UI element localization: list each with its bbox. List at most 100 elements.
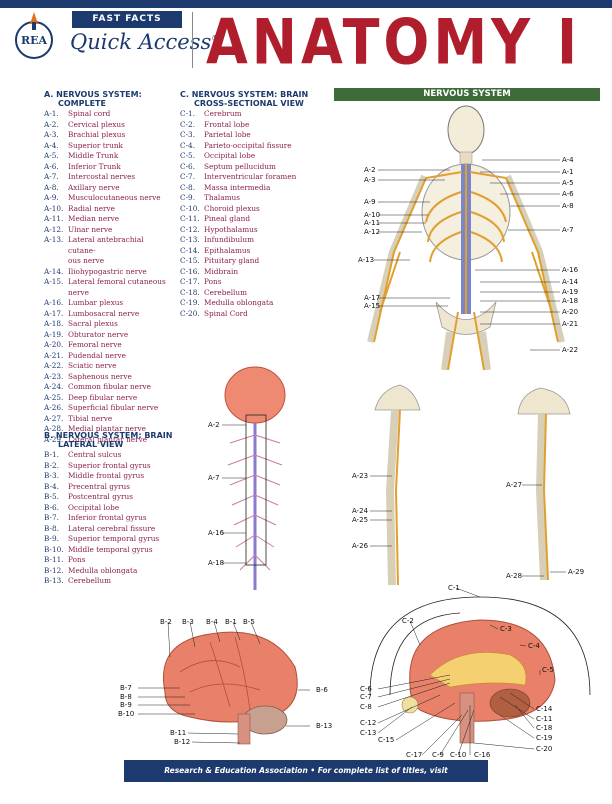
body-left-label: A-3 (364, 176, 376, 184)
section-b-item-label: Postcentral gyrus (68, 492, 133, 501)
section-a-item-code: A-27. (44, 413, 64, 423)
section-b-item-label: Pons (68, 555, 86, 564)
body-right-label: A-19 (562, 288, 578, 296)
body-left-labels: A-2A-3A-9A-10A-11A-12A-13A-17A-15 (358, 166, 450, 310)
cross-label: C-20 (536, 745, 552, 753)
section-a-item-code: A-8. (44, 182, 59, 192)
section-c-item-code: C-3. (180, 130, 196, 139)
body-right-label: A-7 (562, 226, 574, 234)
cross-label: C-14 (536, 705, 553, 713)
section-a-item: A-9.Musculocutaneous nerve (44, 193, 172, 204)
section-a-item-label: Deep fibular nerve (68, 392, 138, 402)
section-c-heading: C. NERVOUS SYSTEM: BRAIN CROSS-SECTIONAL… (180, 90, 308, 108)
section-a-item-label: ous nerve (68, 256, 105, 265)
brain-left-label: B-10 (118, 710, 134, 718)
leg-nerve (394, 409, 401, 586)
brain-top-label-leader (213, 621, 221, 643)
spine-label: A-7 (208, 474, 220, 482)
section-c-item: C-9.Thalamus (180, 193, 320, 204)
section-a-item-code: A-28. (44, 424, 64, 433)
cross-label: C-19 (536, 734, 552, 742)
pelvis-drawing (374, 384, 421, 411)
section-c-item-code: C-15. (180, 256, 200, 265)
section-c-item-code: C-4. (180, 140, 196, 150)
section-a-item: A-28. Medial plantar nerve (44, 424, 172, 435)
section-a-item-code: A-24. (44, 382, 64, 391)
cross-label-leader (377, 674, 451, 690)
cross-label: C-9 (432, 751, 444, 757)
section-c-item: C-12.Hypothalamus (180, 225, 320, 236)
section-b-item-code: B-8. (44, 523, 59, 533)
section-c-item-label: Infundibulum (204, 235, 255, 244)
footer-bar: Research & Education Association • For c… (124, 760, 488, 797)
spine-label: A-2 (208, 421, 220, 429)
leg-back-label: A-27 (506, 481, 522, 489)
section-c-item-label: Massa intermedia (204, 182, 271, 192)
section-b-item-label: Occipital lobe (68, 502, 120, 512)
cross-label: C-1 (448, 585, 460, 592)
section-b-item: B-3.Middle frontal gyrus (44, 471, 172, 482)
section-b-item: B-5.Postcentral gyrus (44, 492, 172, 503)
section-a-item-code: A-20. (44, 340, 64, 349)
leg-bone (385, 409, 399, 586)
section-b-item-code: B-10. (44, 544, 64, 554)
full-body-figure: A-2A-3A-9A-10A-11A-12A-13A-17A-15 A-4A-1… (358, 105, 579, 370)
body-left-label: A-2 (364, 166, 376, 174)
section-a-item-code: A-7. (44, 172, 59, 181)
section-b-item-label: Superior temporal gyrus (68, 534, 160, 543)
leg-back-bone (535, 413, 548, 581)
spinal-cord-figure: A-2A-7A-16A-18 (208, 366, 286, 590)
cross-label-leader (509, 692, 535, 710)
rea-logo-icon: REA (15, 12, 53, 59)
section-a-heading-line2: COMPLETE (58, 99, 106, 108)
section-a-item-label: Medial plantar nerve (68, 424, 146, 433)
section-a-item: A-5.Middle Trunk (44, 151, 172, 162)
section-a-item-code: A-4. (44, 140, 59, 150)
body-left-label: A-13 (358, 256, 374, 264)
cross-label-leader (421, 714, 463, 756)
body-right-label: A-14 (562, 278, 579, 286)
section-c-item: C-3.Parietal lobe (180, 130, 320, 141)
body-right-label: A-4 (562, 156, 574, 164)
brain-right-label: B-6 (316, 686, 328, 694)
section-b-item-code: B-4. (44, 481, 59, 491)
body-right-label: A-16 (562, 266, 579, 274)
section-a-item-code: A-12. (44, 224, 64, 234)
section-a-item-label: Superficial fibular nerve (68, 403, 159, 412)
section-c-item-label: Pons (204, 277, 222, 286)
frontal-bracket (389, 612, 461, 696)
section-b-item-label: Medulla oblongata (68, 565, 138, 575)
section-a-item: A-12.Ulnar nerve (44, 225, 172, 236)
section-a-item-label: Pudendal nerve (68, 350, 126, 360)
brain-left-label: B-12 (174, 738, 190, 746)
section-a-item-label: Sciatic nerve (68, 361, 117, 370)
section-c-item-label: Septum pellucidum (204, 161, 276, 171)
logo-text: REA (21, 34, 48, 47)
section-c-item-code: C-19. (180, 298, 200, 307)
section-a-item-code: A-6. (44, 161, 59, 171)
section-c-item-label: Pineal gland (204, 214, 250, 223)
section-a-item-code: A-19. (44, 329, 64, 339)
section-c-item-code: C-5. (180, 151, 196, 160)
header-divider (192, 12, 193, 68)
cross-label: C-2 (402, 617, 414, 625)
spine-bracket (245, 414, 267, 566)
section-c-item-code: C-9. (180, 193, 196, 202)
section-b-heading: B. NERVOUS SYSTEM: BRAIN LATERAL VIEW (44, 431, 172, 449)
section-a-item-code: A-1. (44, 109, 59, 118)
section-c-item-code: C-10. (180, 203, 200, 213)
cerebrum-shape (163, 631, 298, 723)
section-c-heading-line1: C. NERVOUS SYSTEM: BRAIN (180, 90, 309, 99)
body-left-label: A-11 (364, 219, 380, 227)
section-a-item-label: Middle Trunk (68, 151, 119, 160)
body-right-label: A-1 (562, 168, 574, 176)
section-b-item-label: Lateral cerebral fissure (68, 523, 156, 533)
cross-label-leader (519, 644, 527, 647)
section-c-item-code: C-8. (180, 182, 196, 192)
section-b-item: B-4.Precentral gyrus (44, 482, 172, 493)
section-a-item-label: Iliohypogastric nerve (68, 266, 147, 276)
section-a-item-label: Superior trunk (68, 140, 123, 150)
